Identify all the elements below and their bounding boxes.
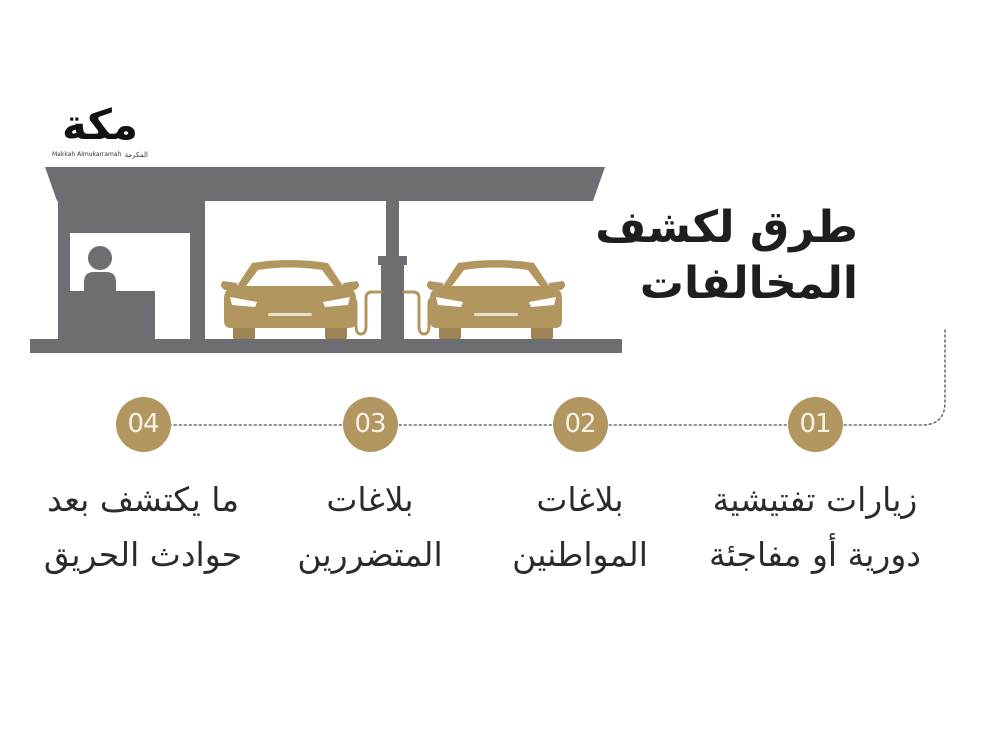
fuel-pump-icon (378, 256, 407, 340)
car-mirror (426, 281, 443, 290)
step-3-number-badge: 03 (342, 397, 398, 452)
attendant-person-icon (84, 246, 116, 291)
fuel-hose-right (402, 290, 436, 336)
logo: مكة Makkah Almukarramah المكرمة (46, 100, 154, 160)
ground-slab (30, 339, 622, 353)
step-1-label: زيارات تفتيشية دورية أو مفاجئة (675, 472, 955, 582)
attendant-head (88, 246, 112, 270)
timeline-dotted-line (149, 329, 946, 426)
step-1: 01 زيارات تفتيشية دورية أو مفاجئة (675, 397, 955, 582)
fuel-pump-body (381, 262, 404, 340)
car-mirror (549, 281, 566, 290)
step-4-label-line1: ما يكتشف بعد (46, 480, 240, 519)
logo-subtitle-ar: المكرمة (124, 151, 148, 159)
car-windshield (452, 267, 540, 286)
step-4-label-line2: حوادث الحريق (43, 535, 243, 574)
heading: طرق لكشف المخالفات (538, 200, 858, 312)
car-icon-left (220, 260, 360, 340)
kiosk-counter (70, 291, 155, 340)
step-4: 04 ما يكتشف بعد حوادث الحريق (3, 397, 283, 582)
step-3: 03 بلاغات المتضررين (230, 397, 510, 582)
logo-name: مكة (62, 100, 138, 149)
car-mirror (220, 281, 237, 290)
car-grille (474, 313, 518, 316)
car-headlight (436, 297, 463, 307)
fuel-pump-head (378, 256, 407, 265)
heading-line2: المخالفات (639, 258, 858, 309)
station-canopy (45, 167, 605, 201)
kiosk (58, 200, 205, 340)
step-1-label-line2: دورية أو مفاجئة (708, 535, 921, 574)
count-numeral: 4 (862, 161, 973, 364)
step-3-label-line2: المتضررين (297, 535, 443, 574)
step-1-label-line1: زيارات تفتيشية (712, 480, 918, 519)
step-2: 02 بلاغات المواطنين (440, 397, 720, 582)
step-2-label: بلاغات المواطنين (440, 472, 720, 582)
car-headlight (529, 297, 556, 307)
car-icon-right (426, 260, 566, 340)
logo-subtitle: Makkah Almukarramah المكرمة (52, 150, 148, 160)
step-4-number-badge: 04 (115, 397, 171, 452)
attendant-body (84, 272, 116, 291)
step-4-label: ما يكتشف بعد حوادث الحريق (3, 472, 283, 582)
canopy-pillar (386, 200, 399, 260)
car-windshield (246, 267, 334, 286)
step-2-number-badge: 02 (552, 397, 608, 452)
step-1-number-badge: 01 (787, 397, 843, 452)
car-body (224, 287, 356, 328)
car-mirror (343, 281, 360, 290)
car-headlight (323, 297, 350, 307)
car-headlight (230, 297, 257, 307)
car-body (430, 287, 562, 328)
step-3-label-line1: بلاغات (326, 480, 414, 519)
heading-line1: طرق لكشف (595, 202, 858, 253)
car-grille (268, 313, 312, 316)
step-2-label-line1: بلاغات (536, 480, 624, 519)
step-2-label-line2: المواطنين (512, 535, 648, 574)
step-3-label: بلاغات المتضررين (230, 472, 510, 582)
logo-subtitle-en: Makkah Almukarramah (52, 151, 122, 158)
